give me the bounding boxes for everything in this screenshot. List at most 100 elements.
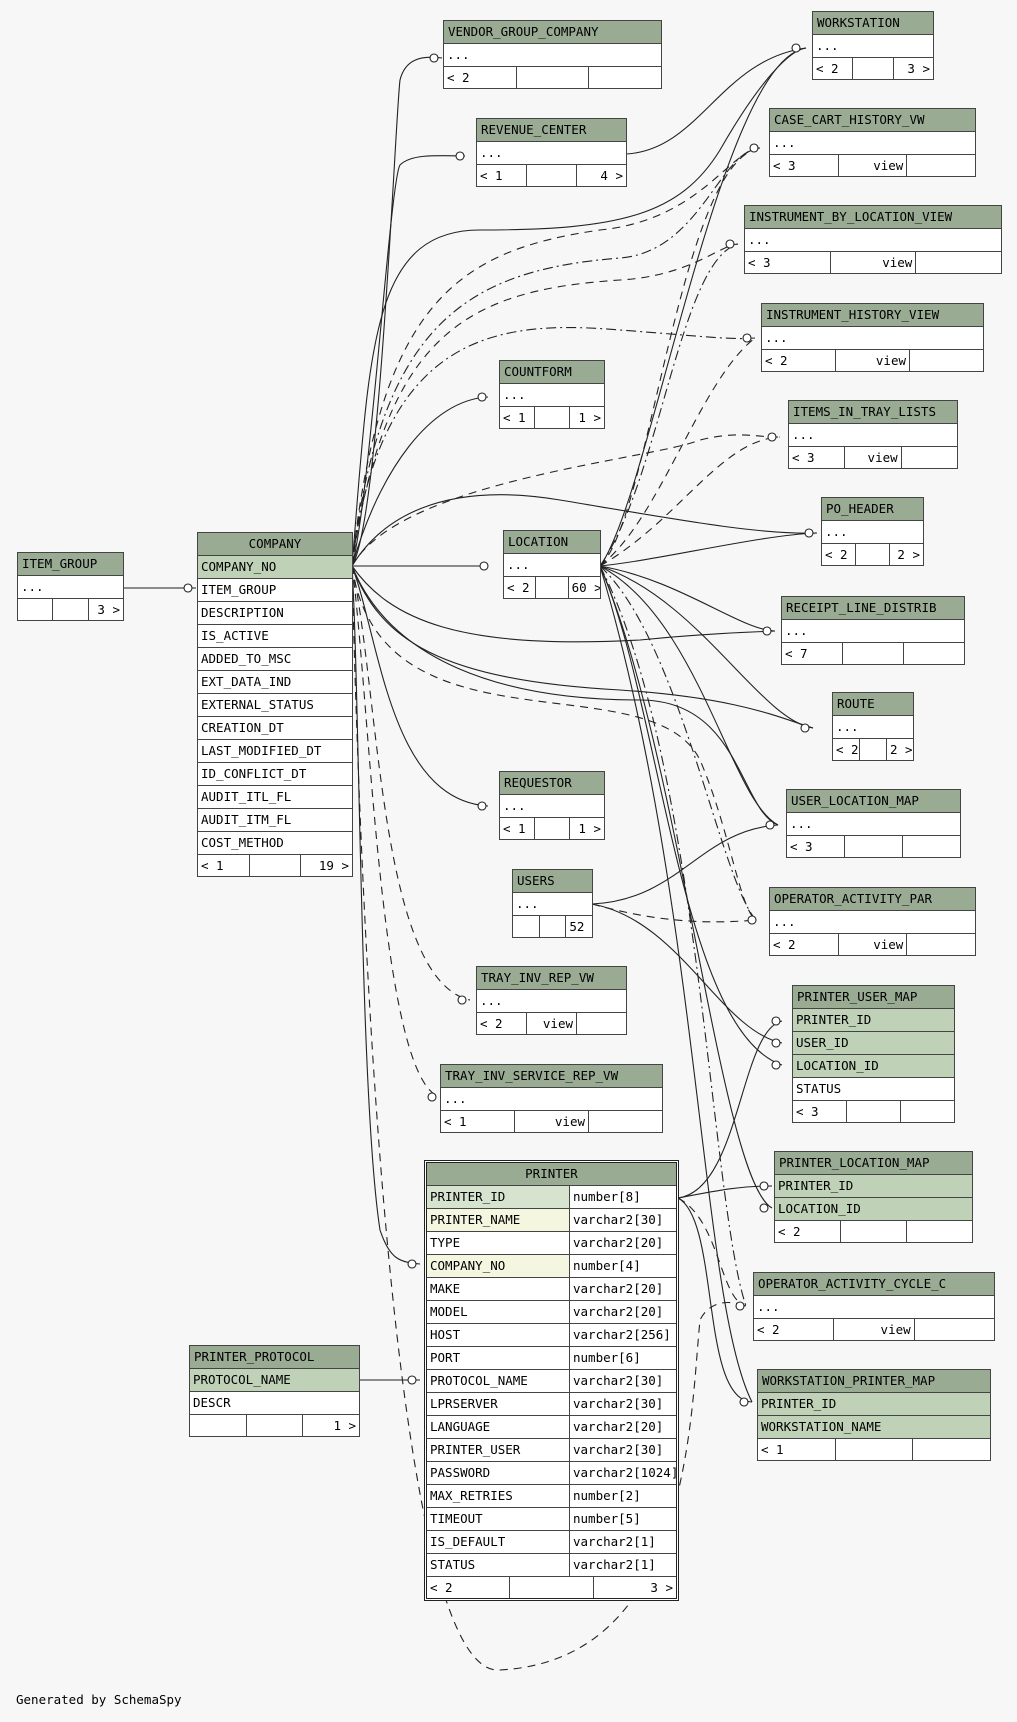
column-name: MODEL	[427, 1301, 570, 1323]
column-type: varchar2[30]	[573, 1396, 664, 1411]
table-operator-activity-par[interactable]: OPERATOR_ACTIVITY_PAR ... < 2 view	[769, 887, 976, 956]
rel-users-user-location-map	[591, 824, 779, 905]
table-instrument-history-view[interactable]: INSTRUMENT_HISTORY_VIEW ... < 2 view	[761, 303, 984, 372]
parents-count: < 2	[833, 739, 860, 760]
table-row: ...	[18, 576, 123, 599]
column-descr: DESCR	[190, 1392, 359, 1415]
column-type: varchar2[1024]	[573, 1465, 676, 1480]
children-count	[910, 350, 983, 371]
table-countform[interactable]: COUNTFORM ... < 1 1 >	[499, 360, 605, 429]
table-footer: < 2 2 >	[833, 739, 913, 760]
column-name: STATUS	[427, 1554, 570, 1576]
table-printer-user-map[interactable]: PRINTER_USER_MAP PRINTER_ID USER_ID LOCA…	[792, 985, 955, 1123]
table-tray-inv-rep-vw[interactable]: TRAY_INV_REP_VW ... < 2 view	[476, 966, 627, 1035]
rel-company-items-in-tray	[351, 434, 781, 567]
table-row: ...	[782, 620, 964, 643]
table-revenue-center[interactable]: REVENUE_CENTER ... < 1 4 >	[476, 118, 627, 187]
table-requestor[interactable]: REQUESTOR ... < 1 1 >	[499, 771, 605, 840]
rel-company-operator-activity-par	[351, 565, 757, 921]
table-footer: < 2	[444, 67, 661, 88]
table-title: TRAY_INV_REP_VW	[477, 967, 626, 990]
table-footer: < 1 1 >	[500, 407, 604, 428]
table-users[interactable]: USERS ... 52 >	[512, 869, 593, 938]
rel-printer-printer-user-map	[677, 1020, 783, 1199]
column-type: varchar2[30]	[573, 1373, 664, 1388]
table-company[interactable]: COMPANY COMPANY_NO ITEM_GROUP DESCRIPTIO…	[197, 532, 353, 877]
table-printer-protocol[interactable]: PRINTER_PROTOCOL PROTOCOL_NAME DESCR 1 >	[189, 1345, 360, 1437]
children-count: 4 >	[600, 168, 623, 183]
rel-company-revenue-center	[351, 155, 466, 567]
table-operator-activity-cycle-c[interactable]: OPERATOR_ACTIVITY_CYCLE_C ... < 2 view	[753, 1272, 995, 1341]
table-vendor-group-company[interactable]: VENDOR_GROUP_COMPANY ... < 2	[443, 20, 662, 89]
parents-count: < 3	[770, 155, 839, 176]
table-user-location-map[interactable]: USER_LOCATION_MAP ... < 3	[786, 789, 961, 858]
table-footer: 1 >	[190, 1415, 359, 1436]
table-footer: < 2 view	[762, 350, 983, 371]
children-count: 60 >	[571, 580, 600, 595]
table-title: ITEM_GROUP	[18, 553, 123, 576]
table-route[interactable]: ROUTE ... < 2 2 >	[832, 692, 914, 761]
column-last-modified-dt: LAST_MODIFIED_DT	[198, 740, 352, 763]
table-tray-inv-service-rep-vw[interactable]: TRAY_INV_SERVICE_REP_VW ... < 1 view	[440, 1064, 663, 1133]
column-creation-dt: CREATION_DT	[198, 717, 352, 740]
table-title: CASE_CART_HISTORY_VW	[770, 109, 975, 132]
column-external-status: EXTERNAL_STATUS	[198, 694, 352, 717]
table-workstation[interactable]: WORKSTATION ... < 2 3 >	[812, 11, 934, 80]
rel-location-printer-location-map	[599, 565, 773, 1209]
rel-location-workstation-printer-map	[599, 565, 753, 1403]
table-footer: < 3 view	[745, 252, 1001, 273]
table-row: ...	[789, 424, 957, 447]
table-footer: < 2 2 >	[822, 544, 923, 565]
rel-company-workstation	[351, 47, 807, 567]
column-audit-itl-fl: AUDIT_ITL_FL	[198, 786, 352, 809]
column-printer-id: PRINTER_ID	[775, 1175, 972, 1198]
table-case-cart-history-vw[interactable]: CASE_CART_HISTORY_VW ... < 3 view	[769, 108, 976, 177]
table-kind	[53, 599, 89, 620]
table-kind	[247, 1415, 304, 1436]
rel-location-workstation	[599, 47, 807, 567]
parents-count: < 2	[822, 544, 856, 565]
table-row: ...	[500, 795, 604, 818]
table-footer: < 1 19 >	[198, 855, 352, 876]
table-items-in-tray-lists[interactable]: ITEMS_IN_TRAY_LISTS ... < 3 view	[788, 400, 958, 469]
column-type: varchar2[1]	[573, 1557, 656, 1572]
table-title: RECEIPT_LINE_DISTRIB	[782, 597, 964, 620]
table-po-header[interactable]: PO_HEADER ... < 2 2 >	[821, 497, 924, 566]
column-name: TYPE	[427, 1232, 570, 1254]
table-row: ...	[833, 716, 913, 739]
rel-company-tray-inv-service-rep	[351, 565, 441, 1098]
table-location[interactable]: LOCATION ... < 2 60 >	[503, 530, 601, 599]
table-kind	[860, 739, 887, 760]
table-kind: view	[515, 1111, 589, 1132]
parents-count: < 1	[198, 855, 250, 876]
column-type: number[8]	[573, 1189, 641, 1204]
table-item-group[interactable]: ITEM_GROUP ... 3 >	[17, 552, 124, 621]
parents-count: < 1	[500, 818, 535, 839]
table-kind	[510, 1577, 594, 1598]
table-printer-location-map[interactable]: PRINTER_LOCATION_MAP PRINTER_ID LOCATION…	[774, 1151, 973, 1243]
column-type: number[6]	[573, 1350, 641, 1365]
table-kind	[517, 67, 590, 88]
table-receipt-line-distrib[interactable]: RECEIPT_LINE_DISTRIB ... < 7	[781, 596, 965, 665]
table-title: PO_HEADER	[822, 498, 923, 521]
table-title: ITEMS_IN_TRAY_LISTS	[789, 401, 957, 424]
table-footer: < 3	[787, 836, 960, 857]
parents-count	[18, 599, 54, 620]
table-kind	[843, 643, 904, 664]
table-instrument-by-location-view[interactable]: INSTRUMENT_BY_LOCATION_VIEW ... < 3 view	[744, 205, 1002, 274]
rel-end-pum-user	[771, 1038, 781, 1048]
column-name: PRINTER_USER	[427, 1439, 570, 1461]
generated-by-credit: Generated by SchemaSpy	[16, 1692, 182, 1707]
table-workstation-printer-map[interactable]: WORKSTATION_PRINTER_MAP PRINTER_ID WORKS…	[757, 1369, 991, 1461]
table-title: OPERATOR_ACTIVITY_PAR	[770, 888, 975, 911]
parents-count: < 1	[477, 165, 527, 186]
column-type: varchar2[20]	[573, 1281, 664, 1296]
children-count: 52 >	[569, 919, 592, 934]
table-title: PRINTER_USER_MAP	[793, 986, 954, 1009]
rel-company-instrument-by-location	[351, 243, 739, 567]
children-count	[915, 1319, 994, 1340]
table-kind	[540, 916, 567, 937]
table-footer: < 1 1 >	[500, 818, 604, 839]
